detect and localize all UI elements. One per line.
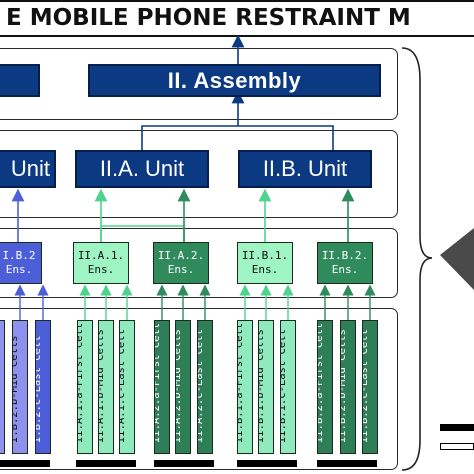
unit-box-left: Unit [0,150,56,188]
group-bar-iia2 [154,460,214,467]
unit-label-iia: II.A. Unit [99,156,185,181]
group-bar-iib2 [317,460,377,467]
cell-iia1-c: II.A.1.c-Last Cell [119,320,135,454]
ensemble-box-iib2: II.B.2.Ens. [317,242,373,284]
assembly-box: II. Assembly [88,64,381,97]
arrows-cells-ensembles [14,284,376,320]
cell-iia2-a: II.A.2.a-First Cell [154,320,170,454]
cell-iib1-c: II.B.1.c-Last Cell [280,320,296,454]
cell-ib2-c: I.B.2.c-Last Cell [35,320,51,454]
cell-ib2-b: I.B.2.b-Mid Cells [12,320,28,454]
arrow-units-assembly [141,125,334,150]
assembly-left-box [0,64,40,97]
ensemble-box-iib1: II.B.1.Ens. [237,242,293,284]
right-brace [401,47,433,471]
cell-iia1-a: II.A.1.a-First Cell [77,320,93,454]
cell-iia2-c: II.A.2.c-Last Cell [197,320,213,454]
assembly-label: II. Assembly [167,68,302,93]
legend-line-thick [440,424,474,431]
unit-box-iia: II.A. Unit [75,150,209,188]
group-bar-ib2 [0,460,50,467]
ensemble-box-iia1: II.A.1.Ens. [73,242,129,284]
cell-iib2-b: II.B.2.b-Mid Cells [340,320,356,454]
group-bar-iib1 [237,460,297,467]
legend-line-outline [440,443,474,450]
unit-box-iib: II.B. Unit [238,150,372,188]
ensemble-box-iia2: II.A.2.Ens. [153,242,209,284]
cell-iib1-b: II.B.1.b-Mid Cells [258,320,274,454]
cell-ib2-a [0,320,5,454]
right-arrow-shape [440,228,474,290]
unit-label-left: Unit [10,156,50,181]
cell-iia1-b: II.A.1.b-Mid Cells [98,320,114,454]
cell-iib2-a: II.B.2.a-First Cell [317,320,333,454]
diagram-title: E MOBILE PHONE RESTRAINT M [0,0,474,37]
unit-label-iib: II.B. Unit [262,156,348,181]
cell-iib1-a: II.B.1.a-First Cell [237,320,253,454]
cell-iib2-c: II.B.2.c-Last Cell [362,320,378,454]
cell-iia2-b: II.A.2.b-Mid Cells [175,320,191,454]
group-bar-iia1 [76,460,136,467]
